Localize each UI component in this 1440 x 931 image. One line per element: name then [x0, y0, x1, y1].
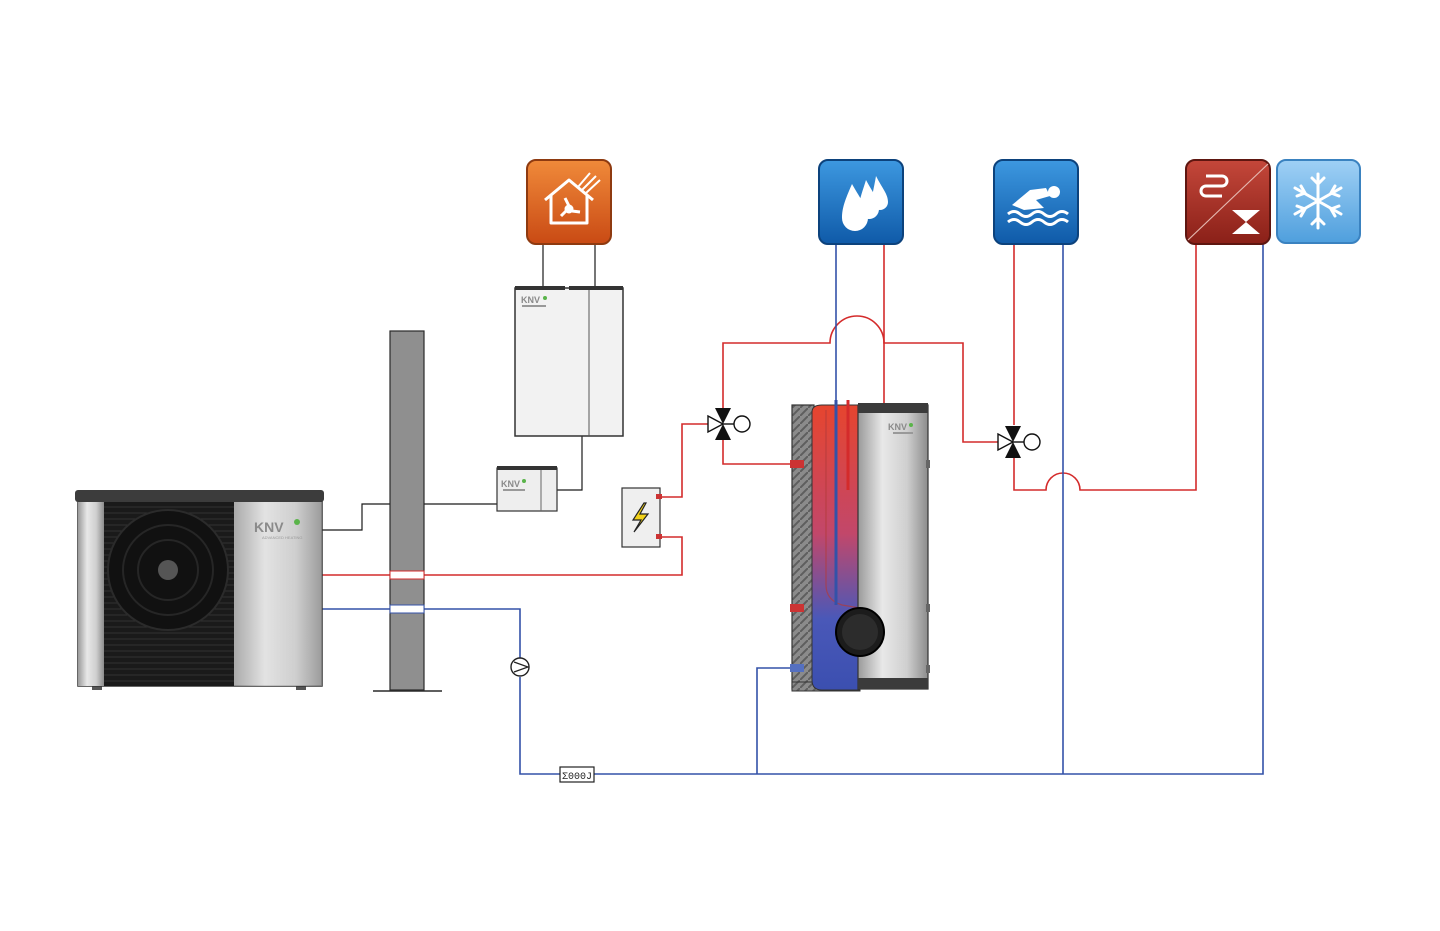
hot-water-mode-tile	[818, 159, 904, 245]
swimmer-icon	[1007, 186, 1069, 226]
heating-mode-tile	[1185, 159, 1271, 245]
heat-meter-readout: Σ000J	[562, 772, 592, 783]
radiator-floor-heating-icon	[1199, 174, 1260, 234]
ventilation-unit: KNV	[514, 286, 624, 437]
cooling-mode-tile	[1276, 159, 1361, 244]
water-drops-icon	[842, 176, 888, 231]
controller-unit: KNV	[496, 466, 558, 512]
three-way-valve-left	[707, 408, 751, 440]
return-pipe-pump-to-meter	[519, 677, 560, 775]
return-pipe-tank	[756, 667, 794, 774]
return-pipe-heatpump	[320, 608, 521, 658]
ventilation-house-icon	[544, 172, 601, 225]
supply-pipe-heater-to-valve	[660, 423, 708, 498]
pool-mode-tile	[993, 159, 1079, 245]
brand-tagline: ADVANCED HEATING	[262, 535, 303, 540]
return-pipe-main	[594, 240, 1264, 775]
snowflake-icon	[1293, 172, 1343, 230]
electric-backup-heater	[621, 487, 662, 548]
brand-logo: KNV	[501, 479, 520, 489]
pipe-network	[320, 240, 1264, 775]
brand-logo: KNV	[888, 422, 907, 432]
heat-meter: Σ000J	[559, 766, 595, 783]
heat-pump-outdoor-unit: KNV ADVANCED HEATING	[75, 490, 324, 690]
brand-logo: KNV	[521, 295, 540, 305]
lightning-icon	[631, 502, 650, 533]
supply-pipe-heatpump-to-heater	[320, 536, 683, 576]
supply-pipe-valve-to-tank-coil	[722, 440, 794, 465]
heating-supply-pipe	[1013, 240, 1197, 491]
circulation-pump	[510, 657, 530, 677]
three-way-valve-right	[997, 426, 1041, 458]
hot-water-storage-tank: KNV	[790, 400, 930, 692]
ventilation-mode-tile	[526, 159, 612, 245]
control-cable-heatpump	[322, 503, 497, 531]
control-cable-ventilation	[557, 436, 583, 491]
brand-logo: KNV	[254, 519, 284, 535]
wall-column	[373, 330, 442, 692]
